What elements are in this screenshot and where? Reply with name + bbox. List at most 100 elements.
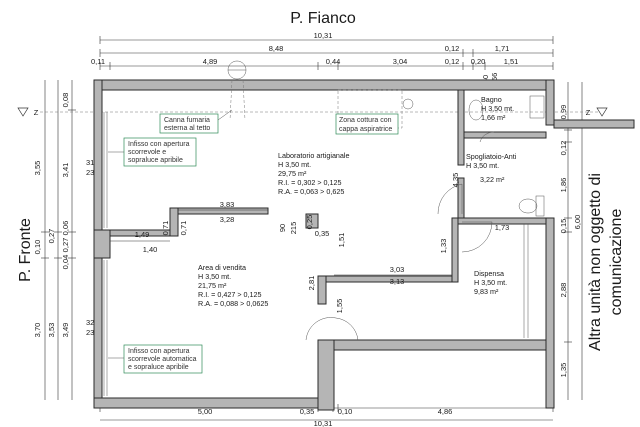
dim-int-303: 3,03 — [390, 265, 405, 274]
dim-int-90: 90 — [278, 224, 287, 232]
dim-top-166: 166 — [490, 73, 499, 86]
note-infisso2-line1: Infisso con apertura — [128, 348, 190, 355]
dim-right-600: 6,00 — [573, 215, 582, 230]
room-vendita-ri: R.I. = 0,427 > 0,125 — [198, 290, 262, 299]
dim-int-281: 2,81 — [307, 276, 316, 291]
dim-left-353: 3,53 — [47, 323, 56, 338]
dim-right-288: 2,88 — [559, 283, 568, 298]
dim-top-044: 0,44 — [326, 57, 341, 66]
room-dispensa: Dispensa H 3,50 mt. 9,83 m² — [474, 269, 507, 296]
room-lab-ri: R.I. = 0,302 > 0,125 — [278, 178, 342, 187]
dim-left-341: 3,41 — [61, 163, 70, 178]
dim-int-151: 1,51 — [337, 233, 346, 248]
note-infisso2-line3: e sopraluce apribile — [128, 364, 189, 371]
dim-left-027a: 0,27 — [47, 229, 56, 244]
dim-int-215: 215 — [289, 222, 298, 235]
interior-dimensions: 3,83 3,28 1,49 1,40 0,71 0,71 90 215 0,2… — [110, 173, 510, 314]
section-marker-left: Z — [17, 107, 600, 117]
dim-left-010: 0,10 — [33, 240, 42, 255]
dim-left-006: 0,06 — [61, 221, 70, 236]
dim-left-310: 310 — [86, 158, 99, 167]
dim-left-004: 0,04 — [61, 255, 70, 270]
note-canna-line1: Canna fumaria — [164, 117, 210, 124]
dim-left-370: 3,70 — [33, 323, 42, 338]
room-lab-height: H 3,50 mt. — [278, 160, 311, 169]
z-marker-right: Z — [586, 108, 591, 117]
dim-right-186: 1,86 — [559, 178, 568, 193]
room-vendita-area: 21,75 m² — [198, 281, 227, 290]
note-zona-cottura: Zona cottura con cappa aspiratrice — [335, 113, 399, 135]
dim-bottom-500: 5,00 — [198, 407, 213, 416]
room-dispensa-height: H 3,50 mt. — [474, 278, 507, 287]
dim-int-149: 1,49 — [135, 230, 150, 239]
dim-bottom-035: 0,35 — [300, 407, 315, 416]
dim-int-155: 1,55 — [335, 299, 344, 314]
dim-int-025: 0,25 — [305, 215, 314, 230]
note-infisso-top: Infisso con apertura scorrevole e sopral… — [108, 137, 197, 167]
dim-left-008: 0,08 — [61, 93, 70, 108]
note-canna-fumaria: Canna fumaria esterna al tetto — [159, 109, 233, 134]
note-infisso1-line1: Infisso con apertura — [128, 141, 190, 148]
dim-left-355: 3,55 — [33, 161, 42, 176]
dim-left-230b: 230 — [86, 328, 99, 337]
dim-top-848: 8,48 — [269, 44, 284, 53]
dim-int-071b: 0,71 — [179, 221, 188, 236]
dim-left-027b: 0,27 — [61, 238, 70, 253]
room-spogliatoio: Spogliatoio-Anti H 3,50 mt. 3,22 m² — [466, 152, 517, 184]
dim-right-012: 0,12 — [559, 141, 568, 156]
note-infisso-bottom: Infisso con apertura scorrevole automati… — [108, 344, 203, 374]
dim-int-133: 1,33 — [439, 239, 448, 254]
room-spogliatoio-height: H 3,50 mt. — [466, 161, 499, 170]
title-altra-unita-line2: comunicazione — [608, 209, 625, 316]
dim-top-011: 0,11 — [91, 57, 105, 66]
note-infisso1-line2: scorrevole e — [128, 149, 166, 156]
top-dimensions: 10,31 8,48 0,12 1,71 0,11 4,89 0,44 3,04… — [91, 31, 554, 86]
dim-right-135: 1,35 — [559, 363, 568, 378]
note-infisso1-line3: sopraluce apribile — [128, 157, 183, 164]
dim-top-151: 1,51 — [504, 57, 519, 66]
room-lab-area: 29,75 m² — [278, 169, 307, 178]
room-laboratorio: Laboratorio artigianale H 3,50 mt. 29,75… — [278, 151, 350, 196]
dim-int-313: 3,13 — [390, 277, 405, 286]
dim-top-304: 3,04 — [393, 57, 408, 66]
dim-bottom-486: 4,86 — [438, 407, 453, 416]
dim-left-230a: 230 — [86, 168, 99, 177]
section-marker-right: Z — [586, 107, 608, 117]
room-lab-name: Laboratorio artigianale — [278, 151, 350, 160]
note-canna-line2: esterna al tetto — [164, 125, 210, 132]
fixtures — [227, 60, 545, 338]
dim-int-035: 0,35 — [315, 229, 330, 238]
dim-bottom-010: 0,10 — [338, 407, 353, 416]
room-vendita-height: H 3,50 mt. — [198, 272, 231, 281]
room-dispensa-area: 9,83 m² — [474, 287, 499, 296]
room-bagno-area: 1,66 m² — [481, 113, 506, 122]
dim-right-015: 0,15 — [559, 219, 568, 234]
note-zona-line2: cappa aspiratrice — [339, 126, 392, 133]
dim-top-012a: 0,12 — [445, 44, 460, 53]
right-dimensions: 0,99 0,12 1,86 0,15 6,00 2,88 1,35 — [559, 82, 583, 400]
dim-top-171: 1,71 — [495, 44, 510, 53]
dim-left-349: 3,49 — [61, 323, 70, 338]
room-vendita-name: Area di vendita — [198, 263, 246, 272]
room-lab-ra: R.A. = 0,063 > 0,625 — [278, 187, 344, 196]
room-bagno-name: Bagno — [481, 95, 502, 104]
note-infisso2-line2: scorrevole automatica — [128, 356, 197, 363]
dim-top-489: 4,89 — [203, 57, 218, 66]
room-bagno: Bagno H 3,50 mt. 1,66 m² — [481, 95, 514, 122]
walls — [93, 79, 635, 411]
dim-bottom-overall: 10,31 — [314, 419, 333, 427]
dim-int-140: 1,40 — [143, 245, 158, 254]
dim-left-320: 320 — [86, 318, 99, 327]
dim-int-435: 4,35 — [451, 173, 460, 188]
door-swings — [103, 112, 495, 396]
room-bagno-height: H 3,50 mt. — [481, 104, 514, 113]
dim-int-173: 1,73 — [495, 223, 510, 232]
note-zona-line1: Zona cottura con — [339, 117, 392, 124]
dim-top-020: 0,20 — [471, 57, 486, 66]
z-marker-left: Z — [34, 108, 39, 117]
left-dimensions: 3,55 0,10 3,70 0,27 3,53 0,08 3,41 0,06 … — [33, 80, 99, 400]
room-spogliatoio-name: Spogliatoio-Anti — [466, 152, 517, 161]
dim-int-383: 3,83 — [220, 200, 235, 209]
title-p-fronte: P. Fronte — [17, 218, 34, 282]
